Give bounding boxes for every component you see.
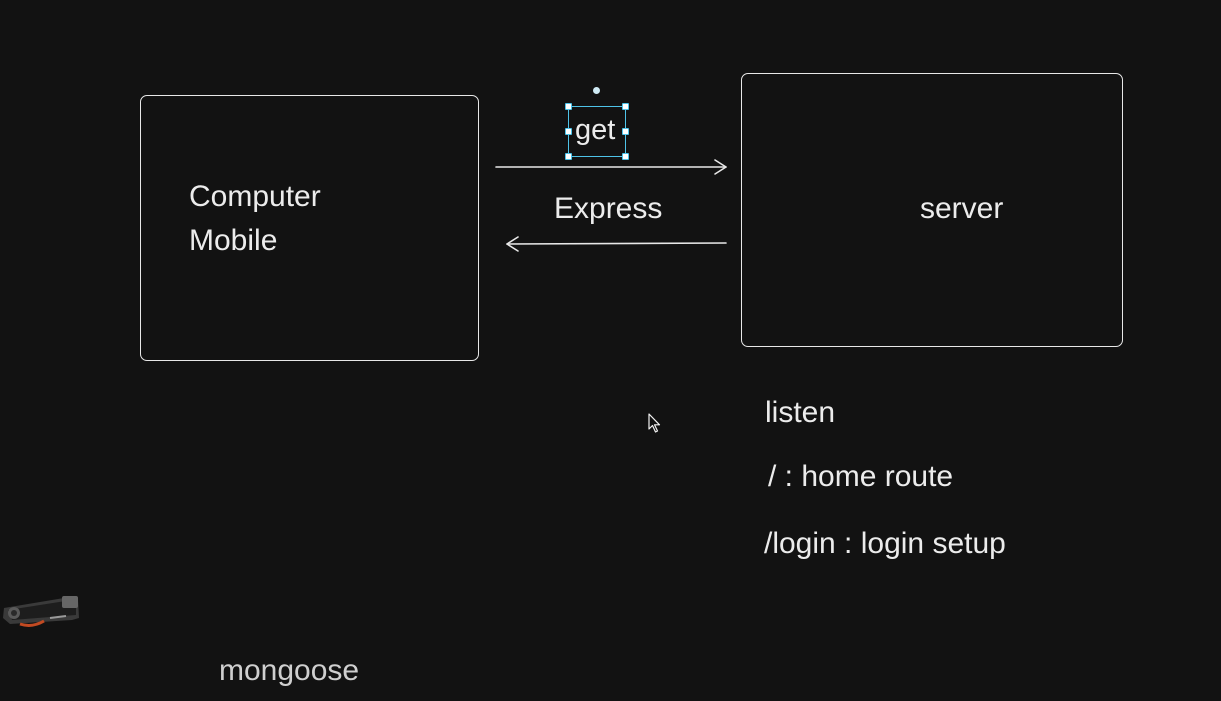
response-arrow xyxy=(506,242,727,245)
note-login-route: /login : login setup xyxy=(764,527,1006,560)
drawing-tool-thumbnail xyxy=(3,596,79,627)
server-box[interactable] xyxy=(741,73,1123,347)
client-label-mobile: Mobile xyxy=(189,224,278,257)
mouse-pointer-icon xyxy=(648,413,661,433)
client-box[interactable] xyxy=(140,95,479,361)
resize-handle-nw[interactable] xyxy=(565,103,572,110)
request-arrow-head xyxy=(714,159,727,175)
resize-handle-se[interactable] xyxy=(622,153,629,160)
note-listen: listen xyxy=(765,396,836,429)
framework-label: Express xyxy=(554,192,663,225)
response-arrow-head xyxy=(506,236,519,252)
resize-handle-e[interactable] xyxy=(622,128,629,135)
request-method-label[interactable]: get xyxy=(575,114,616,146)
resize-handle-w[interactable] xyxy=(565,128,572,135)
database-label: mongoose xyxy=(219,654,360,687)
note-home-route: / : home route xyxy=(768,460,954,493)
resize-handle-sw[interactable] xyxy=(565,153,572,160)
resize-handle-ne[interactable] xyxy=(622,103,629,110)
server-label: server xyxy=(920,192,1004,225)
client-label-computer: Computer xyxy=(189,180,321,213)
rotate-handle[interactable] xyxy=(593,87,600,94)
